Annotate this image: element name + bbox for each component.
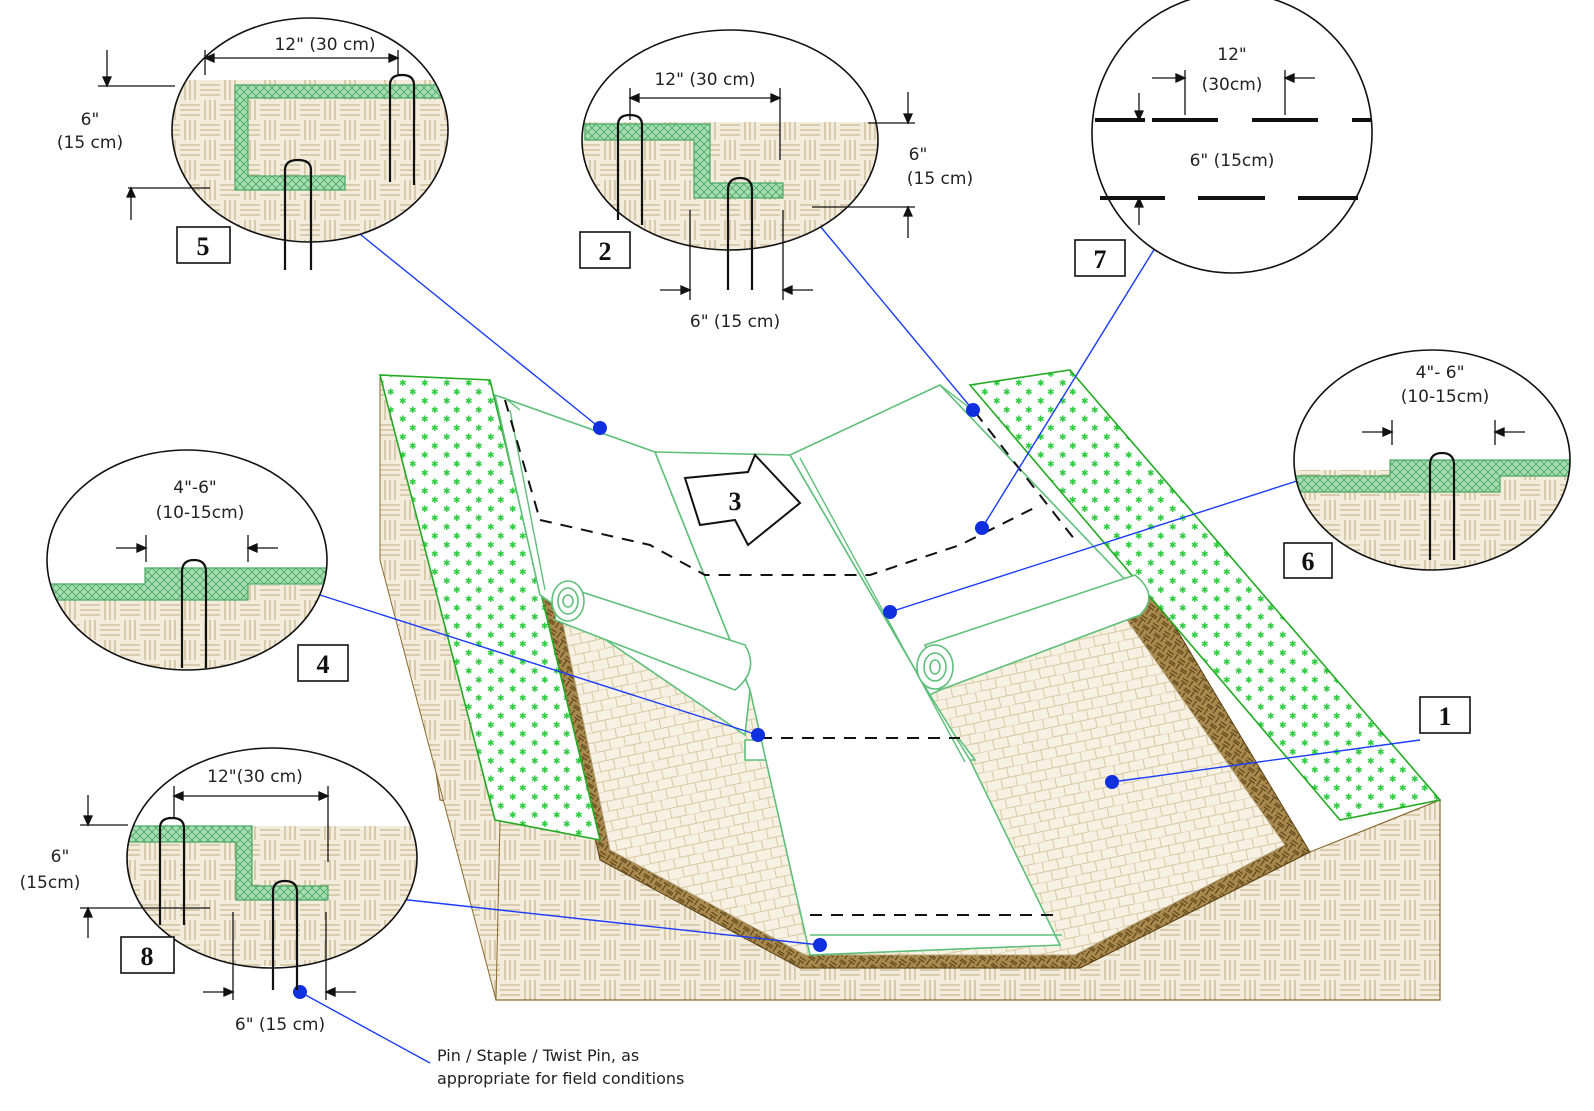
leader-dots [293, 403, 1119, 999]
detail-7: 12" (30cm) 6" (15cm) 7 [1074, 0, 1373, 277]
detail-5-depth-2: (15 cm) [57, 133, 123, 153]
pin-note-line1: Pin / Staple / Twist Pin, as [437, 1046, 639, 1065]
leader-dot-2 [966, 403, 980, 417]
detail-2-depth-2: (15 cm) [907, 169, 973, 189]
leader-dot-8 [813, 938, 827, 952]
leader-dot-7 [975, 521, 989, 535]
detail-7-spacing-2: (30cm) [1202, 75, 1263, 95]
callout-3-number: 3 [729, 487, 742, 516]
right-grass-slope [968, 369, 1442, 821]
detail-8: 12"(30 cm) 6" (15cm) 6" (15 cm) 8 [20, 747, 418, 1035]
staple-6 [1428, 451, 1456, 560]
detail-7-spacing-1: 12" [1217, 45, 1246, 65]
detail-5-depth-1: 6" [81, 110, 100, 130]
callout-6-number: 6 [1302, 547, 1315, 576]
callout-4-number: 4 [317, 650, 330, 679]
detail-2-offset: 6" (15 cm) [690, 312, 780, 332]
left-grass-slope [378, 374, 602, 842]
staple-8 [158, 816, 299, 990]
detail-7-row-spacing: 6" (15cm) [1190, 151, 1275, 171]
detail-6-overlap-2: (10-15cm) [1401, 387, 1490, 407]
callout-1-number: 1 [1439, 702, 1452, 731]
leader-dot-5 [593, 421, 607, 435]
detail-4-overlap-1: 4"-6" [173, 478, 216, 498]
detail-4-overlap-2: (10-15cm) [156, 503, 245, 523]
detail-6-overlap-1: 4"- 6" [1416, 363, 1465, 383]
leader-dot-1 [1105, 775, 1119, 789]
blanket-roll-right [916, 574, 1150, 692]
detail-8-width: 12"(30 cm) [207, 767, 303, 787]
staple-5 [283, 73, 416, 270]
detail-8-offset: 6" (15 cm) [235, 1015, 325, 1035]
pin-note: Pin / Staple / Twist Pin, as appropriate… [437, 1046, 684, 1088]
detail-8-depth-2: (15cm) [20, 873, 81, 893]
leader-dot-4 [751, 728, 765, 742]
callout-5-number: 5 [197, 232, 210, 261]
blanket-roll-left [551, 580, 752, 691]
callout-7-number: 7 [1094, 245, 1107, 274]
flow-direction-arrow: 3 [683, 453, 802, 547]
detail-2-depth-1: 6" [909, 145, 928, 165]
staple-pattern-lines [504, 399, 1076, 916]
detail-8-depth-1: 6" [51, 847, 70, 867]
callout-1: 1 [1419, 696, 1471, 734]
pin-note-line2: appropriate for field conditions [437, 1069, 684, 1088]
callout-2-number: 2 [599, 237, 612, 266]
detail-5: 12" (30 cm) 6" (15 cm) 5 [57, 17, 449, 270]
detail-4: 4"-6" (10-15cm) 4 [46, 449, 349, 682]
staple-rows-7 [1095, 118, 1372, 200]
staple-4 [180, 558, 208, 668]
detail-2: 12" (30 cm) 6" (15 cm) 6" (15 cm) 2 [579, 29, 973, 332]
callout-8-number: 8 [141, 942, 154, 971]
channel-section: 3 [378, 369, 1442, 1001]
leader-lines [299, 225, 1421, 1064]
detail-2-width: 12" (30 cm) [654, 70, 755, 90]
leader-dot-6 [883, 605, 897, 619]
detail-5-width: 12" (30 cm) [274, 35, 375, 55]
leader-dot-pin [293, 985, 307, 999]
detail-6: 4"- 6" (10-15cm) 6 [1283, 349, 1571, 579]
